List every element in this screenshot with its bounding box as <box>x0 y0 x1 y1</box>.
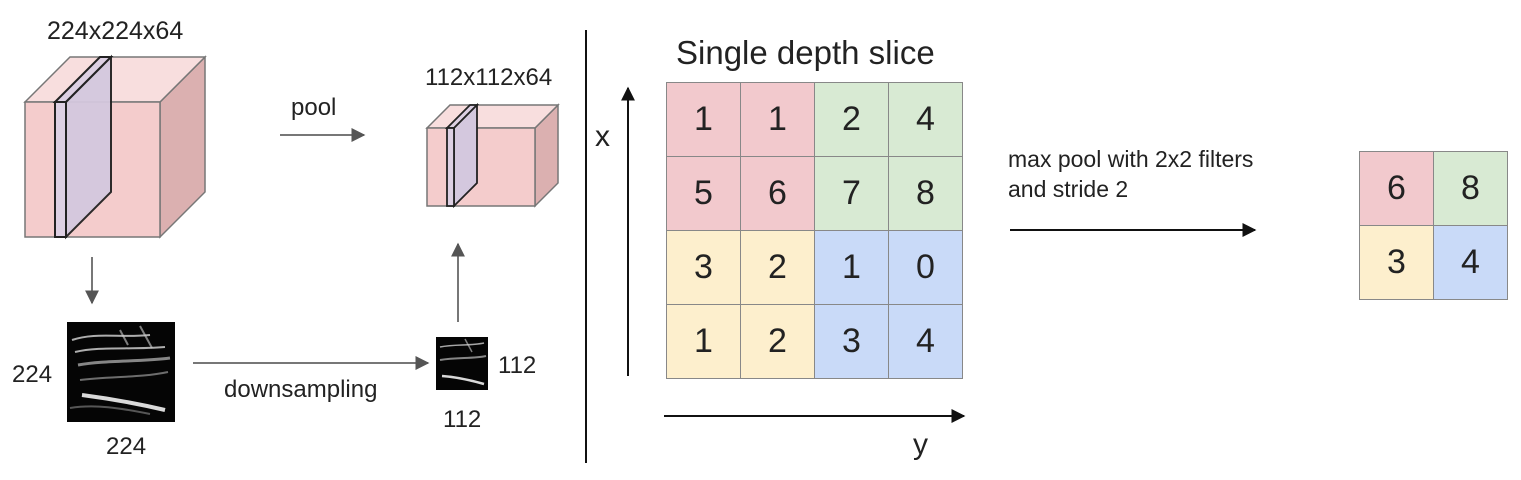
input-cell: 1 <box>815 231 889 305</box>
pooled-volume-cube <box>425 102 560 209</box>
input-cell: 4 <box>889 305 963 379</box>
input-cell: 6 <box>741 157 815 231</box>
output-cell: 8 <box>1434 152 1508 226</box>
input-cell: 5 <box>667 157 741 231</box>
x-axis-label: x <box>595 120 610 153</box>
input-volume-dims-label: 224x224x64 <box>47 17 184 45</box>
small-map-height-label: 112 <box>498 352 537 379</box>
input-cell: 1 <box>741 83 815 157</box>
input-cell: 1 <box>667 83 741 157</box>
feature-map-large <box>67 322 175 422</box>
input-cell: 7 <box>815 157 889 231</box>
feature-map-width-label: 224 <box>106 433 147 460</box>
pooled-volume-dims-label: 112x112x64 <box>425 64 553 91</box>
input-cell: 2 <box>741 305 815 379</box>
input-cell: 2 <box>741 231 815 305</box>
feature-map-height-label: 224 <box>12 361 53 388</box>
input-cell: 8 <box>889 157 963 231</box>
input-cell: 0 <box>889 231 963 305</box>
small-map-width-label: 112 <box>443 406 482 433</box>
downsampling-label: downsampling <box>224 376 378 403</box>
pool-label: pool <box>291 94 337 121</box>
max-pool-caption-line1: max pool with 2x2 filters <box>1008 146 1254 172</box>
input-cell: 2 <box>815 83 889 157</box>
single-depth-slice-title: Single depth slice <box>676 34 935 71</box>
small-cube-front-face <box>426 127 536 207</box>
input-cell: 3 <box>667 231 741 305</box>
input-cell: 3 <box>815 305 889 379</box>
depth-slice-front <box>54 101 67 238</box>
y-axis-label: y <box>913 428 928 461</box>
input-volume-cube <box>23 54 207 240</box>
output-cell: 4 <box>1434 226 1508 300</box>
input-cell: 4 <box>889 83 963 157</box>
input-cell: 1 <box>667 305 741 379</box>
feature-map-small <box>436 337 488 390</box>
output-cell: 3 <box>1360 226 1434 300</box>
small-slice-front <box>446 127 455 207</box>
max-pool-caption-line2: and stride 2 <box>1008 176 1129 202</box>
small-cube-top-face <box>425 104 560 129</box>
output-cell: 6 <box>1360 152 1434 226</box>
